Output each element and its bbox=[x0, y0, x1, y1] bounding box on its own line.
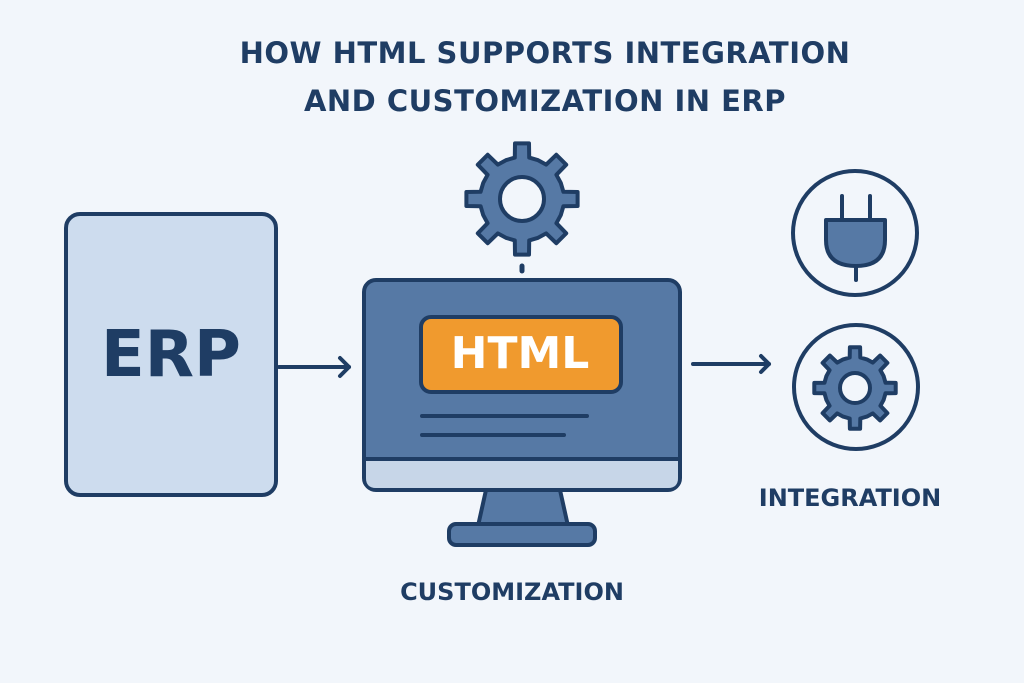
erp-box bbox=[64, 212, 278, 497]
title-line-2: AND CUSTOMIZATION IN ERP bbox=[303, 84, 787, 118]
html-badge bbox=[419, 315, 623, 394]
title-line-1: HOW HTML SUPPORTS INTEGRATION bbox=[239, 36, 851, 70]
customization-label: CUSTOMIZATION bbox=[400, 578, 624, 606]
integration-label: INTEGRATION bbox=[758, 484, 942, 512]
html-badge-label: HTML bbox=[450, 328, 590, 379]
gear-icon bbox=[464, 141, 580, 257]
arrow-right-icon bbox=[277, 356, 351, 378]
plug-icon bbox=[791, 169, 919, 297]
arrow-right-icon bbox=[691, 354, 771, 374]
monitor-icon bbox=[362, 278, 682, 547]
gear-icon bbox=[792, 323, 920, 451]
erp-label: ERP bbox=[101, 318, 241, 392]
